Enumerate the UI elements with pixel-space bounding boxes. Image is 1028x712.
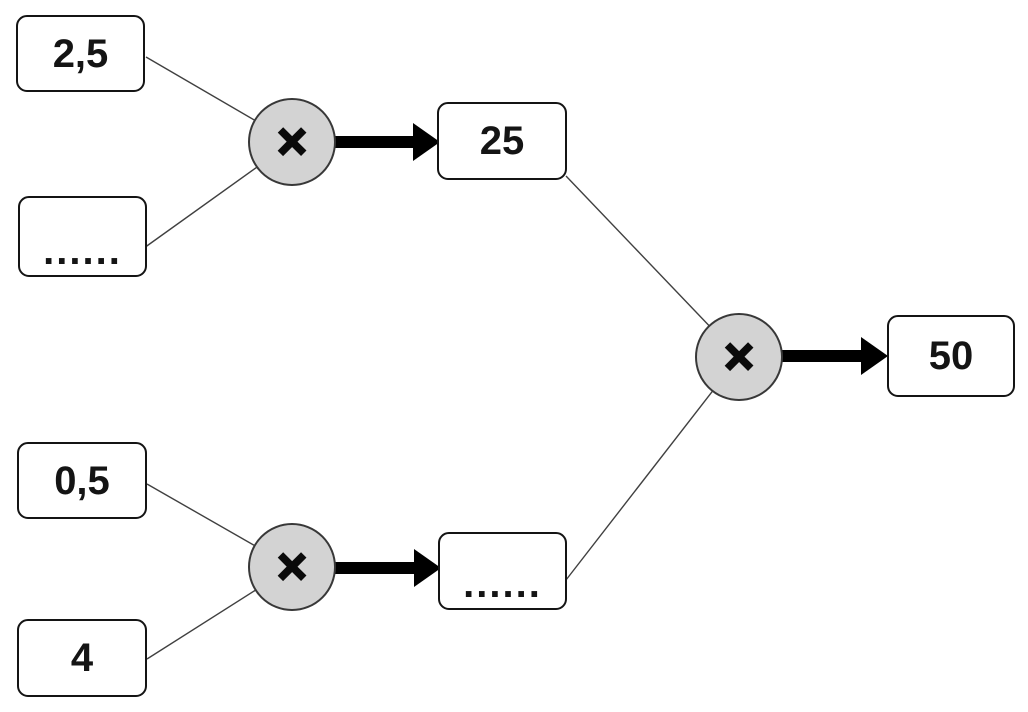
multiplication-icon: ×	[276, 113, 308, 171]
blank-factor-box-top: ......	[18, 196, 147, 277]
multiplication-icon: ×	[276, 538, 308, 596]
product-box-top-label: 25	[479, 119, 525, 163]
factor-box-bottom-1: 0,5	[17, 442, 147, 519]
factor-box-bottom-2: 4	[17, 619, 147, 697]
factor-box-bottom-1-label: 0,5	[54, 458, 110, 503]
blank-factor-box-top-label: ......	[43, 229, 122, 273]
factor-box-bottom-2-label: 4	[70, 636, 94, 680]
factor-box-top-1: 2,5	[16, 15, 145, 92]
line-product-bottom-to-final-op	[565, 356, 740, 581]
product-box-top: 25	[437, 102, 567, 180]
multiply-node-top: ×	[248, 98, 336, 186]
arrow-op-bottom-to-product	[334, 549, 441, 587]
arrow-op-top-to-product	[334, 123, 440, 161]
multiplication-icon: ×	[723, 328, 755, 386]
multiply-node-final: ×	[695, 313, 783, 401]
final-product-box: 50	[887, 315, 1015, 397]
blank-product-box-bottom: ......	[438, 532, 567, 610]
final-product-box-label: 50	[928, 334, 974, 378]
arrow-op-final-to-product	[781, 337, 888, 375]
blank-product-box-bottom-label: ......	[463, 562, 542, 606]
multiply-node-bottom: ×	[248, 523, 336, 611]
factor-box-top-1-label: 2,5	[52, 31, 109, 76]
